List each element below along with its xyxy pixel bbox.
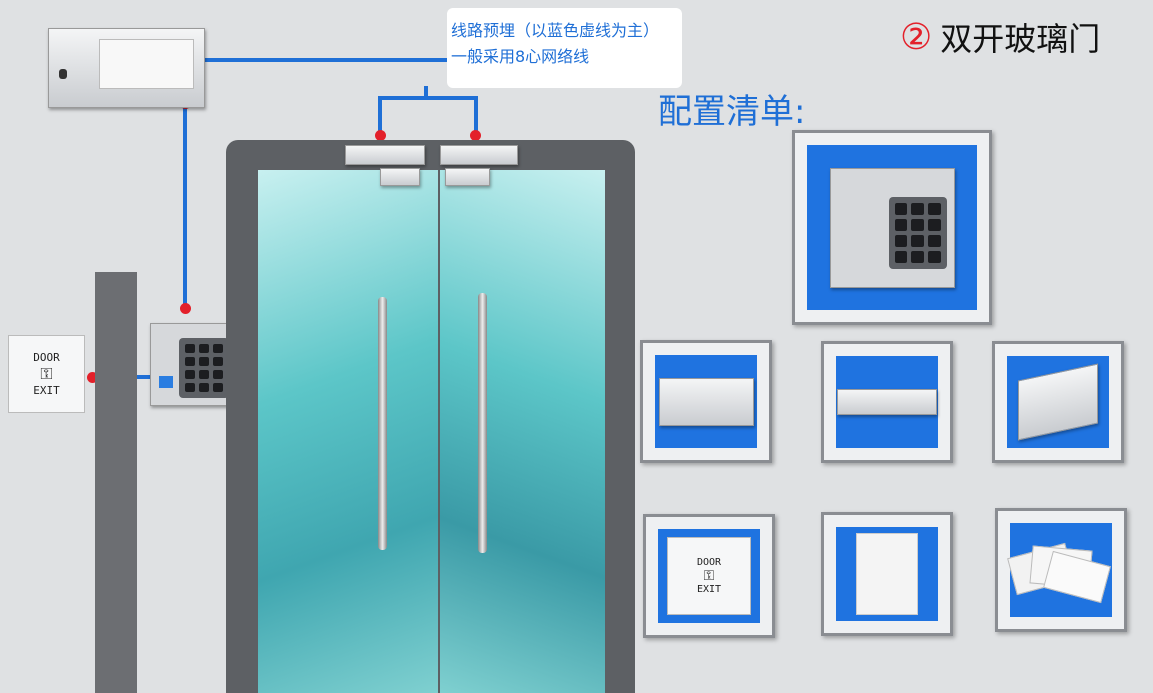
keypad-product-image [829, 167, 955, 288]
config-item-exit-button: DOOR ⚿ EXIT [643, 514, 775, 638]
power-socket [59, 69, 67, 79]
wire-lock-right [474, 96, 478, 136]
manual-product-image [856, 533, 918, 615]
config-item-manual [821, 512, 953, 636]
lock-bracket-product-image [1018, 363, 1098, 441]
wiring-note: 线路预埋（以蓝色虚线为主） 一般采用8心网络线 [447, 8, 682, 88]
door-handle-right [478, 293, 487, 553]
exit-product-bottom-text: EXIT [696, 584, 722, 595]
config-list-label: 配置清单: [658, 92, 806, 132]
electric-lock-left [345, 145, 425, 165]
exit-button-device: DOOR ⚿ EXIT [8, 335, 85, 413]
config-item-keypad [792, 130, 992, 325]
card-reader-area [159, 376, 173, 388]
wiring-note-line1: 线路预埋（以蓝色虚线为主） [451, 21, 660, 40]
power-supply-product-image [658, 377, 754, 426]
wiring-note-line2: 一般采用8心网络线 [451, 47, 590, 66]
connection-dot [180, 303, 191, 314]
wire-power-to-keypad [183, 104, 187, 309]
lock-bracket-right [445, 168, 490, 186]
config-item-power-supply [640, 340, 772, 463]
page-title: ② 双开玻璃门 [900, 14, 1100, 60]
connection-dot [87, 372, 98, 383]
exit-button-bottom-text: EXIT [33, 384, 60, 397]
door-handle-left [378, 297, 387, 550]
exit-product-top-text: DOOR [696, 557, 722, 568]
wire-top [205, 58, 448, 62]
electric-lock-product-image [837, 389, 937, 415]
power-supply-box [48, 28, 205, 108]
power-supply-label [99, 39, 194, 89]
key-icon: ⚿ [703, 568, 715, 584]
exit-button-product-image: DOOR ⚿ EXIT [667, 537, 751, 615]
cards-product-image [1007, 540, 1111, 604]
config-item-lock-bracket [992, 341, 1124, 463]
title-text: 双开玻璃门 [940, 20, 1101, 58]
glass-door-right [440, 170, 605, 693]
wire-down-to-locks [424, 86, 428, 100]
title-number-badge: ② [900, 16, 933, 58]
connection-dot [375, 130, 386, 141]
config-item-electric-lock [821, 341, 953, 463]
access-keypad [150, 323, 235, 406]
wall-pillar [95, 272, 137, 693]
connection-dot [470, 130, 481, 141]
config-item-cards [995, 508, 1127, 632]
wire-lock-left [378, 96, 382, 136]
exit-button-top-text: DOOR [33, 351, 60, 364]
glass-door-left [258, 170, 438, 693]
key-icon: ⚿ [40, 364, 53, 383]
wire-locks-horizontal [378, 96, 478, 100]
electric-lock-right [440, 145, 518, 165]
lock-bracket-left [380, 168, 420, 186]
